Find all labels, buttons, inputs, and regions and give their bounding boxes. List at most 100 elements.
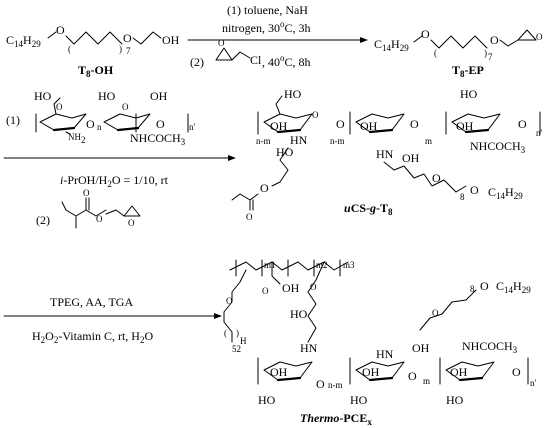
svg-text:OH: OH — [270, 119, 288, 133]
svg-text:O: O — [218, 38, 225, 48]
repeat-nprime: n' — [189, 122, 196, 132]
svg-text:HO: HO — [34, 89, 52, 103]
hydroxyethyl-chain — [132, 31, 162, 45]
epichlorohydrin-structure: O Cl — [215, 38, 262, 67]
step-2-label-2: (2) — [36, 213, 50, 227]
svg-text:OH: OH — [402, 151, 420, 165]
svg-text:C14H29: C14H29 — [374, 37, 409, 53]
svg-text:n-m: n-m — [256, 136, 271, 146]
svg-text:O: O — [480, 279, 489, 293]
svg-text:O: O — [86, 117, 95, 131]
glucosamine-ring-2 — [103, 113, 151, 131]
svg-text:O: O — [432, 308, 439, 318]
m2-label: m2 — [316, 260, 328, 270]
svg-text:HO: HO — [290, 307, 308, 321]
svg-text:O: O — [432, 171, 441, 185]
carboxylic-oh: OH — [282, 281, 300, 295]
ucs-chain-end: C14H29 — [488, 185, 523, 201]
chloro-cl: Cl — [250, 53, 262, 67]
svg-text:HN: HN — [376, 347, 394, 361]
svg-text:OH: OH — [362, 365, 380, 379]
reaction-2-arrowhead — [228, 155, 236, 161]
svg-text:O: O — [310, 282, 317, 292]
product-thermo-pce: m1 m2 m3 O ( ) 52 H OH O O HO HN O 8 O C… — [223, 259, 537, 427]
chitosan-reactant: (1) HO O NH2 O n HO OH O NHCOCH3 O n' — [6, 89, 196, 147]
repeat-n: n — [97, 122, 102, 132]
svg-text:OH: OH — [450, 365, 468, 379]
svg-text:O: O — [316, 377, 325, 391]
step-1-conditions: (1) toluene, NaH — [227, 3, 308, 17]
svg-text:O: O — [408, 369, 417, 383]
svg-text:OH: OH — [270, 365, 288, 379]
glucosamine-ring-1 — [39, 113, 87, 131]
svg-text:(: ( — [434, 48, 437, 58]
svg-text:HO: HO — [98, 89, 116, 103]
reactant-name: T8-OH — [78, 63, 114, 79]
product-name: T8-EP — [452, 63, 484, 79]
m3-label: m3 — [343, 260, 355, 270]
reaction-3-arrow-group: TPEG, AA, TGA H2O2-Vitamin C, rt, H2O — [3, 295, 222, 345]
svg-text:HO: HO — [284, 87, 302, 101]
svg-text:O: O — [260, 181, 269, 195]
gma-side-chain — [271, 147, 289, 187]
ester-linker — [307, 261, 325, 343]
product-ucs-g-t8: HO OH O HN n-m O OH HN n-m O m OH HO NHC… — [231, 87, 543, 222]
svg-text:O: O — [518, 117, 527, 131]
svg-text:HO: HO — [446, 393, 464, 407]
svg-text:O: O — [262, 286, 269, 296]
t8-side-chain — [383, 161, 467, 193]
nhcoch3-label: NHCOCH3 — [130, 131, 186, 147]
svg-text:O: O — [128, 218, 135, 228]
svg-text:): ) — [236, 328, 239, 338]
svg-text:O: O — [156, 117, 165, 131]
reaction-3-arrowhead — [214, 313, 222, 319]
glycidyl-methacrylate-structure: O O O — [61, 188, 141, 229]
epoxide-ring — [517, 29, 537, 41]
pce-t8-chain — [419, 289, 477, 331]
svg-text:O: O — [410, 117, 419, 131]
svg-text:O: O — [490, 33, 499, 47]
reagents-bottom: H2O2-Vitamin C, rt, H2O — [32, 329, 153, 345]
svg-text:HN: HN — [300, 341, 318, 355]
hydroxyl-oh: OH — [162, 33, 180, 47]
step-2-label: (2) — [190, 55, 204, 69]
polymer-backbone — [229, 261, 349, 271]
svg-text:O: O — [122, 102, 129, 112]
svg-text:H: H — [240, 336, 247, 346]
alkyl-chain-bond — [47, 31, 57, 39]
svg-text:OH: OH — [412, 341, 430, 355]
ucs-nhcoch3: NHCOCH3 — [470, 139, 526, 155]
svg-text:O: O — [421, 27, 430, 41]
peg-bracket-left: ( — [68, 44, 71, 54]
svg-text:O: O — [83, 188, 90, 198]
svg-text:HO: HO — [350, 393, 368, 407]
peg-repeat-52: 52 — [232, 344, 241, 354]
ucs-product-name: uCS-g-T8 — [344, 201, 393, 217]
product-t8-ep: C14H29 O ( ) 7 O O T8-EP — [374, 27, 543, 79]
svg-text:(: ( — [224, 328, 227, 338]
peg-repeat-7: 7 — [126, 46, 131, 56]
svg-text:C14H29: C14H29 — [6, 33, 41, 49]
peg-bracket-right: ) — [119, 44, 122, 54]
svg-text:HO: HO — [276, 145, 294, 159]
peg-chain — [65, 31, 123, 45]
svg-text:O: O — [56, 102, 63, 112]
step-1-temperature: nitrogen, 30oC, 3h — [222, 19, 311, 35]
tpeg-branch — [223, 269, 247, 343]
pce-product-name: Thermo-PCEx — [300, 411, 372, 427]
svg-text:): ) — [484, 48, 487, 58]
solvent-conditions: i-PrOH/H2O = 1/10, rt — [60, 173, 169, 189]
ether-o-2: O — [123, 31, 132, 45]
svg-text:O: O — [246, 212, 253, 222]
svg-text:8: 8 — [470, 284, 475, 294]
svg-text:HN: HN — [376, 147, 394, 161]
svg-text:m: m — [425, 136, 432, 146]
reagents-top: TPEG, AA, TGA — [50, 295, 133, 309]
nh2-label: NH2 — [68, 132, 86, 145]
svg-text:m: m — [423, 376, 430, 386]
svg-text:n': n' — [530, 378, 537, 388]
ether-o: O — [56, 23, 65, 37]
c14h29-label: C — [6, 33, 14, 47]
product-repeat-7: 7 — [488, 52, 493, 62]
